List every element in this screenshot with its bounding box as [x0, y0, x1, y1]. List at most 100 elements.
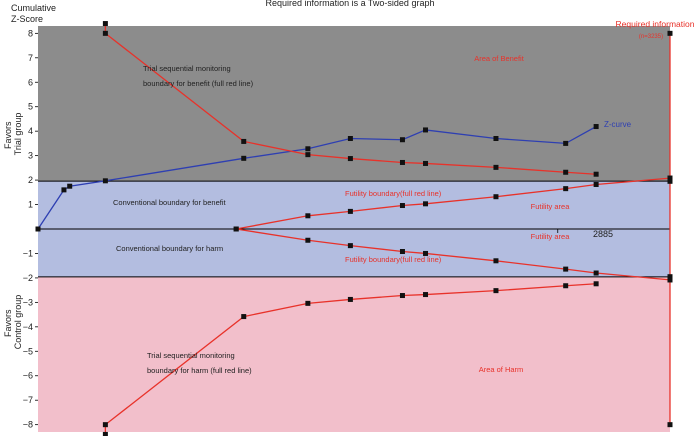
x-tick-label: 2885 — [593, 229, 613, 239]
y-tick-label: −3 — [23, 297, 33, 307]
y-axis-label-line1: Cumulative — [11, 3, 56, 13]
tsm-harm-annotation-line2: boundary for harm (full red line) — [147, 366, 252, 375]
series-0-point — [102, 178, 108, 184]
series-1-point — [102, 30, 108, 36]
series-1-point — [399, 159, 405, 165]
series-0-point — [241, 155, 247, 161]
series-1-point — [563, 169, 569, 175]
y-axis-label-line2: Z-Score — [11, 14, 43, 24]
series-1-point — [493, 164, 499, 170]
series-2-point — [399, 293, 405, 299]
area-of-harm-label: Area of Harm — [479, 365, 524, 374]
series-4-point — [399, 249, 405, 255]
series-2-point — [493, 288, 499, 294]
series-1-point — [305, 152, 311, 158]
chart-markers — [35, 21, 673, 436]
tsm-benefit-annotation-line1: Trial sequential monitoring — [143, 64, 231, 73]
series-line-2 — [104, 283, 597, 435]
futility-lower-annotation: Futility boundary(full red line) — [345, 255, 442, 264]
y-axis-label: Cumulative — [11, 3, 56, 13]
series-4-point — [593, 270, 599, 276]
favors-trial-label: Favors Trial group — [3, 113, 23, 156]
futility-upper-annotation: Futility boundary(full red line) — [345, 189, 442, 198]
region-0 — [38, 26, 670, 182]
series-4-point — [493, 258, 499, 264]
favors-trial-line2: Trial group — [13, 113, 23, 156]
favors-control-line2: Control group — [13, 295, 23, 350]
series-1-point — [102, 21, 108, 27]
series-4-point — [423, 250, 429, 256]
y-tick-label: −7 — [23, 395, 33, 405]
required-information-marker — [667, 274, 673, 280]
y-tick-label: 7 — [28, 53, 33, 63]
required-information-marker — [667, 175, 673, 181]
series-1-point — [593, 171, 599, 177]
series-3-point — [493, 194, 499, 200]
series-0-point — [399, 137, 405, 143]
series-2-point — [102, 431, 108, 436]
series-3-point — [423, 201, 429, 207]
series-0-point — [61, 187, 67, 193]
y-tick-label: −8 — [23, 420, 33, 430]
favors-trial-line1: Favors — [3, 121, 13, 149]
conventional-benefit-annotation: Conventional boundary for benefit — [113, 198, 226, 207]
y-tick-label: 6 — [28, 77, 33, 87]
series-2-point — [102, 422, 108, 428]
series-1-point — [241, 138, 247, 144]
series-0-point — [67, 183, 73, 189]
conventional-harm-annotation: Conventional boundary for harm — [116, 244, 223, 253]
y-tick-label: −5 — [23, 346, 33, 356]
series-3-point — [399, 203, 405, 209]
series-1-point — [423, 160, 429, 166]
y-tick-label: 5 — [28, 102, 33, 112]
y-tick-label: 2 — [28, 175, 33, 185]
y-tick-label: 1 — [28, 200, 33, 210]
chart-title: Required information is a Two-sided grap… — [266, 0, 435, 8]
series-0-point — [347, 136, 353, 142]
required-information-marker — [667, 178, 673, 184]
series-2-point — [593, 281, 599, 287]
series-0-point — [305, 146, 311, 152]
chart-reference-lines — [38, 180, 670, 278]
series-0-point — [563, 140, 569, 146]
y-tick-label: −1 — [23, 248, 33, 258]
required-information-marker — [667, 30, 673, 36]
series-3-point — [563, 186, 569, 192]
series-1-point — [347, 156, 353, 162]
y-tick-label: 3 — [28, 151, 33, 161]
series-0-point — [593, 124, 599, 130]
series-4-point — [347, 243, 353, 249]
y-tick-label: 4 — [28, 126, 33, 136]
futility-area-upper-label: Futility area — [531, 202, 571, 211]
favors-control-line1: Favors — [3, 309, 13, 337]
y-axis-ticks: 8 7 6 5 4 3 2 1 −1 −2 −3 −4 −5 −6 −7 −8 — [23, 28, 38, 430]
series-2-point — [423, 292, 429, 298]
tsm-harm-annotation-line1: Trial sequential monitoring — [147, 351, 235, 360]
series-2-point — [563, 283, 569, 289]
required-information-marker — [667, 277, 673, 283]
area-of-benefit-label: Area of Benefit — [474, 54, 525, 63]
series-3-point — [593, 181, 599, 187]
tsm-benefit-annotation-line2: boundary for benefit (full red line) — [143, 79, 254, 88]
favors-control-label: Favors Control group — [3, 295, 23, 350]
series-2-point — [305, 300, 311, 306]
series-0-point — [493, 136, 499, 142]
y-tick-label: 8 — [28, 28, 33, 38]
series-line-1 — [104, 23, 597, 175]
futility-area-lower-label: Futility area — [531, 232, 571, 241]
required-information-marker — [667, 422, 673, 428]
series-0-point — [423, 127, 429, 133]
y-tick-label: −4 — [23, 322, 33, 332]
series-2-point — [347, 296, 353, 302]
series-4-point — [233, 226, 239, 232]
region-3 — [38, 276, 670, 432]
series-3-point — [305, 213, 311, 219]
series-2-point — [241, 314, 247, 320]
series-3-point — [347, 208, 353, 214]
y-tick-label: −2 — [23, 273, 33, 283]
series-4-point — [305, 237, 311, 243]
y-tick-label: −6 — [23, 371, 33, 381]
required-information-label: Required information — [616, 19, 695, 29]
z-curve-label: Z-curve — [604, 120, 632, 129]
